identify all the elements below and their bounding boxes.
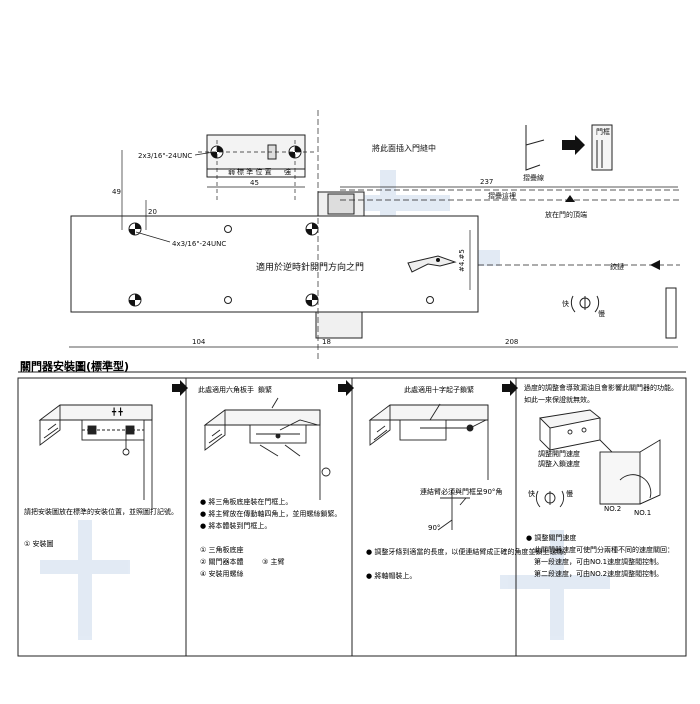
panel-2-item-3: ③ 主臂 — [262, 557, 285, 566]
body-pin-1 — [224, 225, 232, 233]
fold-line-label: 摺疊線 — [523, 173, 544, 182]
arrow-icon — [338, 380, 354, 396]
panel-4-header-2: 如此一來保證就無效。 — [524, 395, 594, 404]
panel-1: ╋ ╋ 請把安裝圖放在標準的安裝位置，並照圖打記號。 ① 安裝圖 — [24, 404, 178, 548]
hinge-label: 鉸鏈 — [610, 262, 624, 271]
panel-4-valve-1: 調整開門速度 — [538, 449, 580, 458]
panel-2: 此處適用六角板手 鎖緊 ● 將三角板底座裝在門框上。 ● 將主臂放在傳動軸四角上… — [198, 385, 341, 578]
slow-label: 慢 — [598, 309, 605, 318]
panel-4-no2-label: NO.2 — [604, 505, 621, 513]
door-fold-sketch — [525, 124, 613, 171]
panel-4-no1-label: NO.1 — [634, 509, 651, 517]
panel-3: 此處適用十字起子鎖緊 連結臂必須與門框呈90°角 90° ● 調整牙條到適當的長… — [366, 385, 570, 580]
panel-4: 過度的調整會導致漏油且會影響此關門器的功能。 如此一來保證就無效。 調整開門速度… — [524, 383, 678, 578]
body-hole-4 — [305, 293, 319, 307]
panel-2-callout: 此處適用六角板手 — [198, 385, 254, 394]
panel-4-fast-label: 快 — [528, 489, 535, 498]
panel-1-sheet-mark: ╋ ╋ — [112, 407, 123, 416]
bracket-thread-label: 2x3/16"-24UNC — [138, 152, 192, 160]
panel-2-item-4: ④ 安裝用螺絲 — [200, 569, 244, 578]
panel-4-bullet-body-2: 第一段速度，可由NO.1速度調整閥控制。 — [534, 557, 663, 566]
panel-4-bullet-body-3: 第二段速度，可由NO.2速度調整閥控制。 — [534, 569, 663, 578]
dim-237-label: 237 — [480, 178, 493, 186]
mini-arm-sketch — [407, 255, 457, 273]
panel-2-item-2: ② 關門器本體 — [200, 557, 244, 566]
fast-label: 快 — [562, 299, 569, 308]
body-pin-2 — [224, 296, 232, 304]
panel-2-callout-tighten: 鎖緊 — [258, 385, 272, 394]
dim-208-label: 208 — [505, 338, 518, 346]
body-hole-3 — [128, 293, 142, 307]
arrow-icon — [172, 380, 188, 396]
hole-size-label: #4.#5 — [458, 249, 466, 272]
closer-shaft-bottom — [315, 311, 363, 339]
standard-position-label: 標 準 位 置 — [237, 167, 272, 176]
panel-4-bullet-title: ● 調整關門速度 — [526, 533, 576, 542]
body-pin-3 — [426, 296, 434, 304]
weak-label: 弱 — [228, 168, 235, 176]
panel-2-item-1: ① 三角板底座 — [200, 545, 244, 554]
panel-2-bullet-1: ● 將三角板底座裝在門框上。 — [200, 497, 292, 506]
arrow-icon — [502, 380, 518, 396]
panel-3-bullet-2: ● 將軸帽裝上。 — [366, 571, 416, 580]
speed-valve-sketch — [570, 295, 600, 313]
panel-3-bullet-1a: ● 調整牙條到適當的長度，以便連結臂成正確的角度並鎖上螺絲。 — [366, 547, 570, 556]
panel-2-bullet-2: ● 將主臂放在傳動軸四角上，並用螺絲鎖緊。 — [200, 509, 341, 518]
bracket-hole-left — [210, 145, 224, 159]
body-hole-2 — [305, 222, 319, 236]
dim-104-label: 104 — [192, 338, 206, 346]
panels-frame — [17, 377, 687, 657]
dim-45-label: 45 — [250, 179, 259, 187]
insert-label: 將此面插入門縫中 — [372, 143, 436, 153]
dim-20-label: 20 — [148, 208, 157, 216]
section-title: 關門器安裝圖(標準型) — [20, 359, 129, 373]
panel-3-callout: 此處適用十字起子鎖緊 — [404, 385, 474, 394]
hinge-sketch — [650, 260, 677, 339]
panel-4-sketch — [535, 409, 661, 508]
panel-4-bullet-body-1: 此關門器速度可使門分兩種不同的速度關回： — [534, 545, 674, 554]
fold-here-label: 摺疊這裡 — [488, 191, 516, 200]
panel-2-bullet-3: ● 將本體裝到門框上。 — [200, 521, 271, 530]
panel-2-sketch — [203, 397, 331, 500]
panel-3-connector-label: 連結臂必須與門框呈90°角 — [420, 487, 502, 496]
body-usage-text: 適用於逆時針開門方向之門 — [256, 261, 364, 273]
panel-4-slow-label: 慢 — [566, 489, 573, 498]
panel-arrows — [172, 380, 518, 396]
dim-49-label: 49 — [112, 188, 121, 196]
panel-3-angle-label: 90° — [428, 524, 440, 532]
panel-4-valve-2: 調整入鎖速度 — [538, 459, 580, 468]
body-hole-1 — [128, 222, 142, 236]
door-top-label: 放在門的頂端 — [545, 210, 587, 219]
body-thread-label: 4x3/16"-24UNC — [172, 240, 226, 248]
door-top-arrow — [565, 195, 575, 202]
panel-1-sketch — [38, 404, 153, 510]
strong-label: 強 — [284, 168, 291, 176]
panel-1-item-1: ① 安裝圖 — [24, 539, 54, 548]
bracket-strip — [206, 168, 306, 178]
top-drawing — [69, 110, 680, 360]
dim-18-label: 18 — [322, 338, 331, 346]
panel-4-header-1: 過度的調整會導致漏油且會影響此關門器的功能。 — [524, 383, 678, 392]
panel-3-sketch — [368, 403, 489, 531]
door-frame-label: 門框 — [596, 127, 610, 136]
top-drawing-labels: 2x3/16"-24UNC 標 準 位 置 弱 強 45 49 20 237 1… — [112, 127, 624, 346]
panel-1-note: 請把安裝圖放在標準的安裝位置，並照圖打記號。 — [24, 507, 178, 516]
